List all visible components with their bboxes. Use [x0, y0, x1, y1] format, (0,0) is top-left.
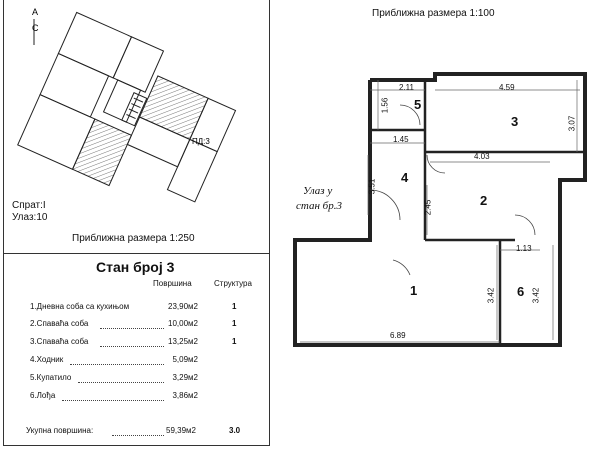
leader-dots — [70, 364, 164, 365]
dimension-label: 2.11 — [399, 83, 414, 92]
floor-label: Спрат:I — [12, 200, 46, 211]
dimension-label: 3.42 — [531, 287, 541, 304]
door-swings — [369, 104, 536, 276]
leader-dots — [78, 382, 164, 383]
room-label: 6.Лођа — [30, 391, 56, 400]
leader-dots — [112, 435, 164, 436]
room-structure: 1 — [232, 337, 237, 346]
structure-column-header: Структура — [214, 279, 252, 288]
leader-dots — [62, 400, 164, 401]
entrance-line-2: стан бр.3 — [296, 200, 342, 212]
dimension-label: 1.45 — [393, 135, 409, 144]
room-number-5: 5 — [414, 97, 422, 112]
interior-walls — [370, 80, 585, 345]
room-label: 5.Купатило — [30, 373, 72, 382]
apartment-title: Стан број 3 — [96, 259, 175, 275]
room-area: 3,86м2 — [172, 391, 198, 400]
north-letter-a: А — [32, 7, 38, 17]
total-structure: 3.0 — [229, 426, 241, 435]
dimension-label: 1.56 — [380, 97, 390, 114]
floor-plan-drawing — [293, 72, 587, 347]
room-label: 2.Спаваћа соба — [30, 319, 89, 328]
room-label: 4.Ходник — [30, 355, 64, 364]
north-letter-c: С — [32, 23, 39, 33]
entrance-label: Улаз:10 — [12, 212, 48, 223]
dimension-label: 3.51 — [367, 178, 377, 195]
left-panel-frame — [3, 0, 270, 446]
room-number-1: 1 — [410, 283, 418, 298]
total-label: Укупна површина: — [26, 426, 94, 435]
area-column-header: Површина — [153, 279, 192, 288]
dimension-lines — [300, 80, 580, 343]
room-area: 5,09м2 — [172, 355, 198, 364]
dimension-label: 4.03 — [474, 152, 490, 161]
dimension-label: 3.42 — [486, 287, 496, 304]
room-number-6: 6 — [517, 284, 525, 299]
room-number-2: 2 — [480, 193, 488, 208]
dimension-label: 3.07 — [567, 115, 577, 132]
dimension-label: 4.59 — [499, 83, 515, 92]
dimension-label: 2.45 — [423, 199, 433, 216]
room-label: 1.Дневна соба са кухињом — [30, 302, 130, 311]
total-area: 59,39м2 — [166, 426, 196, 435]
entrance-line-1: Улаз у — [303, 185, 333, 197]
building-footprint — [17, 11, 237, 203]
leader-dots — [100, 328, 164, 329]
exterior-walls — [293, 72, 587, 347]
room-structure: 1 — [232, 302, 237, 311]
room-structure: 1 — [232, 319, 237, 328]
room-area: 10,00м2 — [168, 319, 198, 328]
unit-tag: ПД:3 — [192, 137, 210, 146]
leader-dots — [100, 346, 164, 347]
floor-plan-scale-label: Приближна размера 1:100 — [372, 8, 495, 19]
room-area: 13,25м2 — [168, 337, 198, 346]
dimension-label: 1.13 — [516, 244, 532, 253]
location-scale-label: Приближна размера 1:250 — [72, 233, 195, 244]
room-area: 3,29м2 — [172, 373, 198, 382]
dimension-label: 6.89 — [390, 331, 406, 340]
room-label: 3.Спаваћа соба — [30, 337, 89, 346]
room-number-4: 4 — [401, 170, 409, 185]
panel-divider — [3, 253, 270, 254]
location-plan-drawing: А С ПД:3 — [17, 7, 237, 203]
room-area: 23,90м2 — [168, 302, 198, 311]
room-number-3: 3 — [511, 114, 519, 129]
